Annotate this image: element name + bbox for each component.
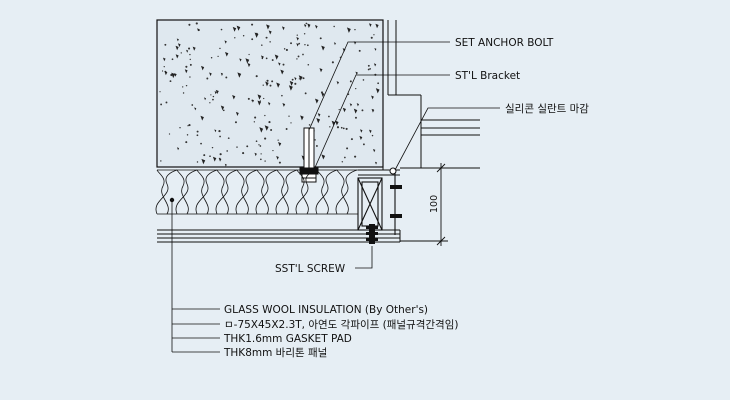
leader-lines	[308, 41, 500, 269]
concrete-aggregate	[159, 22, 380, 167]
callout-sst-screw: SST'L SCREW	[275, 263, 346, 275]
dimension-label: 100	[429, 195, 440, 213]
legend-item-pipe: ㅁ-75X45X2.3T, 아연도 각파이프 (패널규격간격임)	[224, 318, 458, 331]
sst-screw	[366, 224, 378, 244]
legend-item-gasket: THK1.6mm GASKET PAD	[223, 333, 352, 345]
bracket-screws	[389, 167, 402, 218]
legend-item-panel: THK8mm 바리톤 패널	[223, 347, 327, 359]
panel-layers	[157, 229, 401, 243]
glass-wool-insulation	[155, 169, 358, 215]
steel-bracket	[357, 169, 400, 235]
legend-leaders	[169, 197, 220, 353]
callout-silicone-sealant: 실리콘 실란트 마감	[505, 103, 589, 115]
callout-stl-bracket: ST'L Bracket	[455, 70, 520, 82]
concrete-slab	[156, 19, 384, 168]
legend-item-glass-wool: GLASS WOOL INSULATION (By Other's)	[224, 304, 428, 316]
dimension-100	[400, 163, 448, 246]
callout-set-anchor-bolt: SET ANCHOR BOLT	[455, 37, 554, 49]
